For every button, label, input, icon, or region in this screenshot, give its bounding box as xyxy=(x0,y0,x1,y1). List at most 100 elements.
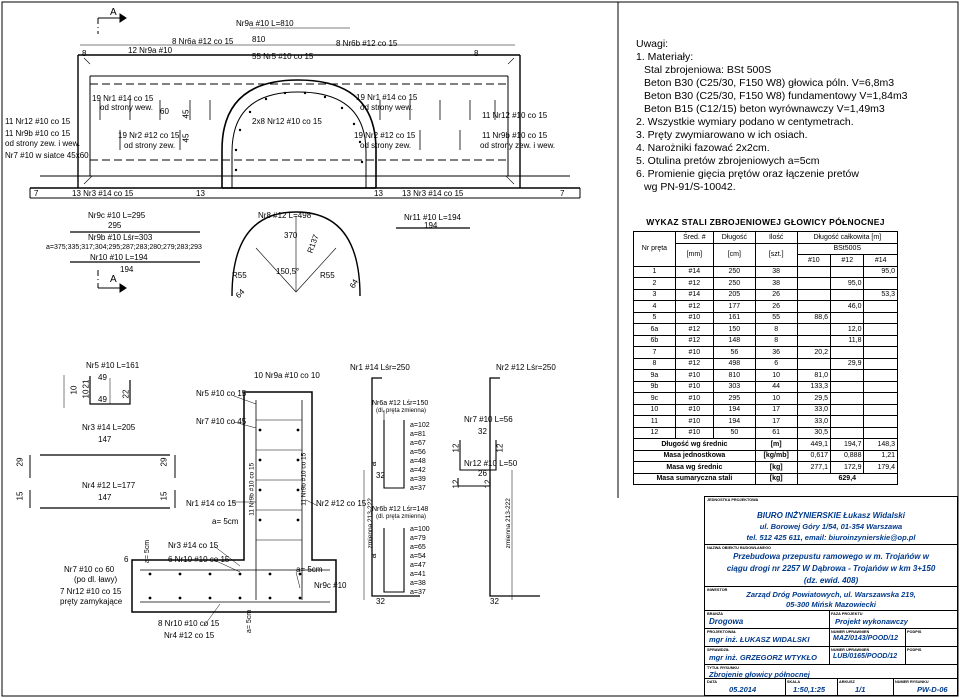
label-nr3-right: 13 Nr3 #14 co 15 xyxy=(402,189,464,198)
label-32-b: 32 xyxy=(376,597,385,606)
notes-block: Uwagi: 1. Materiały: Stal zbrojeniowa: B… xyxy=(636,38,956,194)
schedule-cell xyxy=(863,300,898,313)
label-nr2-left: 19 Nr2 #12 co 15 xyxy=(118,131,180,140)
tb-row-object: NAZWA OBIEKTU BUDOWLANEGO Przebudowa prz… xyxy=(705,544,957,587)
label-a5-a: a= 5cm xyxy=(212,517,239,526)
mass-unit-10: 0,617 xyxy=(796,449,832,462)
notes-line: wg PN-91/S-10042. xyxy=(644,181,736,193)
label-8-right: 8 xyxy=(474,49,479,58)
label-29-a: 29 xyxy=(15,457,25,467)
notes-line: Beton B30 (C25/30, F150 W8) głowica póln… xyxy=(644,77,895,89)
label-nr1-co15: Nr1 #14 co 15 xyxy=(186,499,237,508)
tb-divider xyxy=(829,629,830,647)
mass-12: 172,9 xyxy=(830,461,865,474)
col-d12: #12 xyxy=(830,254,865,267)
tb-firm1: BIURO INŻYNIERSKIE Łukasz Widalski xyxy=(757,511,905,520)
tb-lab-lic2: NUMER UPRAWNIEŃ xyxy=(831,648,870,652)
notes-line: 5. Otulina pretów zbrojeniowych a=5cm xyxy=(636,155,820,167)
label-nr5: 55 Nr5 #10 co 15 xyxy=(252,52,314,61)
tb-lab-title: TYTUŁ RYSUNKU xyxy=(707,666,739,670)
schedule-cell xyxy=(863,369,898,382)
schedule-cell: 33,0 xyxy=(796,415,832,428)
schedule-cell: 88,6 xyxy=(796,311,832,324)
label-nr1-left: 19 Nr1 #14 co 15 xyxy=(92,94,154,103)
schedule-cell xyxy=(863,415,898,428)
schedule-cell: 53,3 xyxy=(863,288,898,301)
col-dl: Długość xyxy=(712,231,756,244)
schedule-cell: 6 xyxy=(754,357,798,370)
label-a5-c: a= 5cm xyxy=(296,565,323,574)
tb-branch: Drogowa xyxy=(709,617,744,626)
schedule-cell: 20,2 xyxy=(796,346,832,359)
label-6: 6 xyxy=(124,555,129,564)
sum-label: Długość wg średnic xyxy=(633,438,756,451)
label-12-a: 12 xyxy=(451,443,461,453)
schedule-cell xyxy=(830,403,865,416)
schedule-cell: 303 xyxy=(712,380,756,393)
schedule-cell: 161 xyxy=(712,311,756,324)
schedule-cell: 12,0 xyxy=(830,323,865,336)
total-label: Masa sumaryczna stali xyxy=(633,472,756,485)
label-nr4-l: Nr4 #12 L=177 xyxy=(82,481,136,490)
schedule-cell xyxy=(863,311,898,324)
label-nr5-l: Nr5 #10 L=161 xyxy=(86,361,140,370)
col-il: Ilość xyxy=(754,231,798,244)
label-10-b: 10 xyxy=(81,389,91,399)
schedule-cell xyxy=(863,403,898,416)
label-zew-wew-left: od strony zew. i wew. xyxy=(5,139,81,148)
label-od-zew-right: od strony zew. xyxy=(360,141,412,150)
schedule-cell: 133,3 xyxy=(796,380,832,393)
schedule-cell: 8 xyxy=(633,357,676,370)
schedule-cell xyxy=(863,392,898,405)
label-7-right: 7 xyxy=(560,189,565,198)
section-a-label-bottom: A xyxy=(110,274,117,285)
label-nr2-co15: Nr2 #12 co 15 xyxy=(316,499,367,508)
schedule-cell: 56 xyxy=(712,346,756,359)
label-32-a: 32 xyxy=(376,471,385,480)
label-194-b: 194 xyxy=(424,221,438,230)
label-45a: 45 xyxy=(181,109,191,119)
label-12-d: 12 xyxy=(483,479,493,489)
schedule-cell xyxy=(796,334,832,347)
schedule-cell xyxy=(830,311,865,324)
total-unit: [kg] xyxy=(754,472,798,485)
tb-lab-branch: BRANŻA xyxy=(707,612,724,616)
col-mm: [mm] xyxy=(674,242,714,267)
schedule-cell: 12 xyxy=(633,426,676,439)
schedule-cell xyxy=(863,346,898,359)
label-810: 810 xyxy=(252,35,266,44)
label-a5-d: a= 5cm xyxy=(246,609,254,634)
label-nr6a-note: (dl. pręta zmienna) xyxy=(376,408,427,414)
label-nr7-siatka: Nr7 #10 w siatce 45x60 xyxy=(5,151,89,160)
schedule-cell xyxy=(830,426,865,439)
label-a41: a=41 xyxy=(410,571,426,578)
label-nr9c: Nr9c #10 L=295 xyxy=(88,211,146,220)
schedule-cell xyxy=(863,357,898,370)
schedule-cell xyxy=(863,277,898,290)
label-r55-left: R55 xyxy=(232,271,247,280)
col-d10: #10 xyxy=(796,254,832,267)
schedule-cell: 10 xyxy=(633,403,676,416)
label-zew-wew-right: od strony zew. i wew. xyxy=(480,141,556,150)
notes-line: Beton B15 (C12/15) beton wyrównawczy V=1… xyxy=(644,103,885,115)
schedule-cell: #12 xyxy=(674,323,714,336)
label-nr3-co15: Nr3 #14 co 15 xyxy=(168,541,219,550)
label-a-a: a xyxy=(369,461,379,467)
sum-12: 194,7 xyxy=(830,438,865,451)
col-nr: Nr pręta xyxy=(633,231,676,267)
schedule-cell: 2 xyxy=(633,277,676,290)
label-7-left: 7 xyxy=(34,189,39,198)
label-a38: a=38 xyxy=(410,580,426,587)
tb-lab-sig1: PODPIS xyxy=(907,630,922,634)
label-od-zew-left: od strony zew. xyxy=(124,141,176,150)
schedule-cell: #12 xyxy=(674,300,714,313)
schedule-cell: 29,5 xyxy=(796,392,832,405)
schedule-cell: 150 xyxy=(712,323,756,336)
schedule-cell xyxy=(863,380,898,393)
label-147-b: 147 xyxy=(98,493,112,502)
